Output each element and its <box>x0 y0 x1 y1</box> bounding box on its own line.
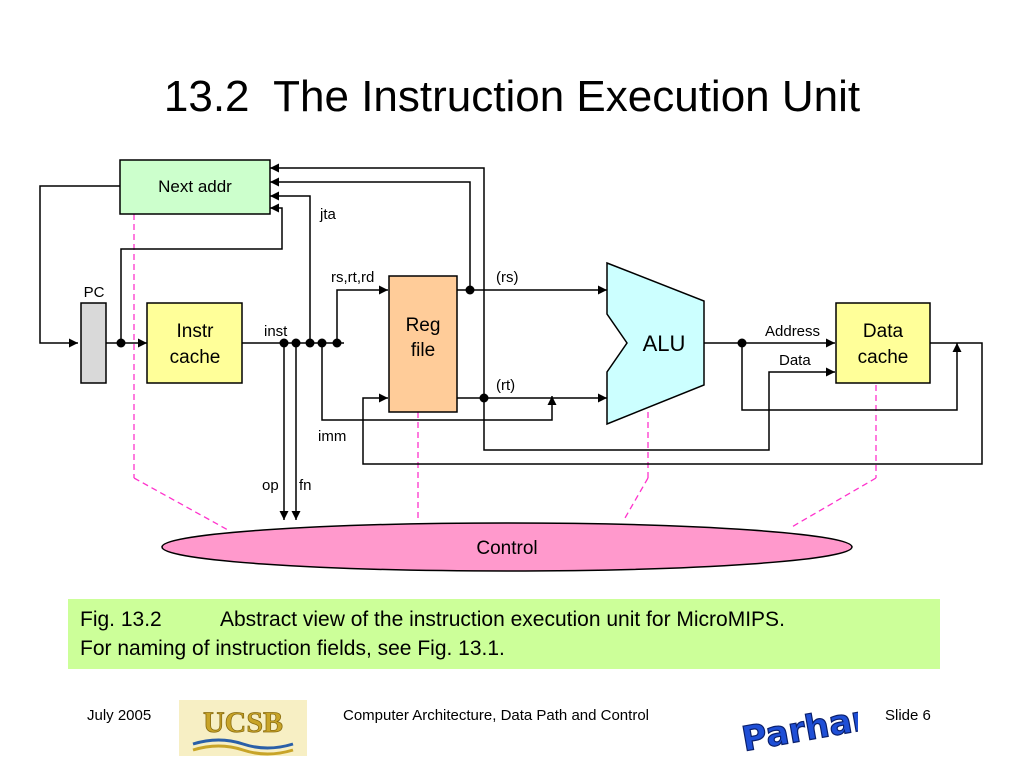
footer-course: Computer Architecture, Data Path and Con… <box>343 707 649 724</box>
caption-line-1: Fig. 13.2 Abstract view of the instructio… <box>80 605 928 634</box>
jta-label: jta <box>319 206 337 223</box>
pc-register <box>80 302 107 384</box>
pc-label: PC <box>84 284 105 301</box>
reg-file-block <box>388 275 458 413</box>
control-link-next-addr-diag <box>133 477 229 531</box>
imm-label: imm <box>318 428 346 445</box>
data-cache-label-1: Data <box>863 321 904 342</box>
figure-caption: Fig. 13.2 Abstract view of the instructio… <box>68 599 940 669</box>
junction-dots <box>116 285 747 403</box>
rs-rt-rd-label: rs,rt,rd <box>331 269 374 286</box>
data-cache-label-2: cache <box>858 347 909 368</box>
rs-label: (rs) <box>496 269 519 286</box>
alu-block <box>606 261 705 426</box>
footer-slide-number: Slide 6 <box>885 707 931 724</box>
control-link-alu-diag <box>624 477 649 519</box>
wire-rs-to-next-addr <box>270 177 471 290</box>
control-unit <box>161 522 853 572</box>
instr-cache-label-1: Instr <box>177 321 215 342</box>
instr-cache-block <box>146 302 243 384</box>
ucsb-logo: UCSB <box>179 700 307 756</box>
rt-label: (rt) <box>496 377 515 394</box>
signal-labels: jta rs,rt,rd (rs) (rt) inst imm op fn Ad… <box>262 206 820 494</box>
next-addr-block <box>119 159 271 215</box>
fn-label: fn <box>299 477 312 494</box>
caption-fig-label: Fig. 13.2 <box>80 608 162 631</box>
instr-cache-label-2: cache <box>170 347 221 368</box>
wire-pc-to-next-addr <box>120 203 283 343</box>
author-logo: B. Parhami <box>688 690 902 768</box>
alu-label: ALU <box>643 331 686 356</box>
op-label: op <box>262 477 279 494</box>
wire-jta <box>270 191 311 343</box>
wire-next-addr-to-pc <box>39 185 120 348</box>
wire-rt-to-data-cache <box>483 367 835 451</box>
author-logo-text: B. Parhami <box>733 693 858 760</box>
data-label: Data <box>779 352 811 369</box>
control-link-data-cache-diag <box>789 477 877 529</box>
caption-text-1: Abstract view of the instruction executi… <box>220 608 785 631</box>
caption-line-2: For naming of instruction fields, see Fi… <box>80 637 505 660</box>
address-label: Address <box>765 323 820 340</box>
slide-title: 13.2 The Instruction Execution Unit <box>163 72 861 121</box>
inst-label: inst <box>264 323 288 340</box>
reg-file-label-1: Reg <box>406 315 441 336</box>
reg-file-label-2: file <box>411 340 435 361</box>
next-addr-label: Next addr <box>158 177 232 196</box>
ucsb-logo-text: UCSB <box>203 706 283 739</box>
footer-date: July 2005 <box>87 707 152 724</box>
wires <box>39 163 983 520</box>
wire-imm <box>321 343 557 421</box>
control-links <box>133 214 877 531</box>
wire-rs-rt-rd <box>336 285 388 343</box>
wire-alu-result-loop <box>741 343 962 411</box>
wire-writeback <box>362 342 983 465</box>
control-label: Control <box>476 538 537 559</box>
wire-rt-to-next-addr <box>270 163 485 398</box>
data-cache-block <box>835 302 931 384</box>
